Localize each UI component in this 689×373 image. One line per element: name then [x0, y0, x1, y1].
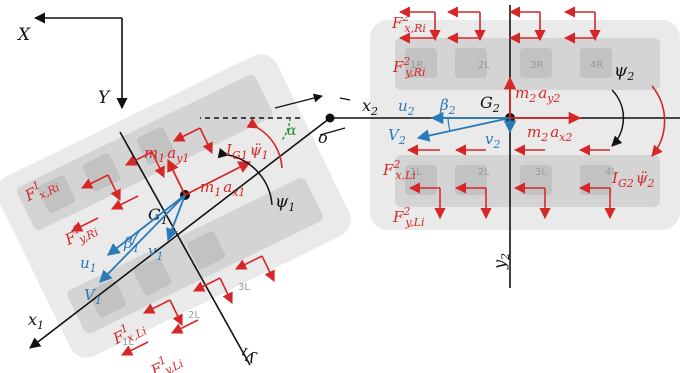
- unit1-wheel-labels: 1L 2L 3L: [122, 282, 250, 348]
- articulation-point-label: o: [318, 128, 328, 147]
- unit1-v-total-label: V1: [84, 286, 102, 307]
- unit2-wheel-label-l4: 4L: [605, 167, 617, 178]
- alpha-arc: [281, 117, 291, 141]
- unit2-v-total-vector: [416, 117, 511, 142]
- unit2-wheel-label-r3: 3R: [530, 60, 543, 71]
- unit1-v-lat-vector: [166, 194, 186, 242]
- unit2-wheel-label-l3: 3L: [535, 167, 547, 178]
- unit1-fy-left-label: F1y,Li: [146, 347, 186, 373]
- unit2-y-axis-label: y2: [490, 253, 512, 270]
- global-frame: X Y: [16, 12, 128, 110]
- unit2-beta-label: β2: [439, 96, 456, 117]
- unit1-lon-inertia-arrow: [184, 161, 252, 196]
- unit1-moment-arc: [246, 117, 283, 169]
- global-x-label: X: [16, 25, 31, 45]
- unit2-wheel-label-r2: 2L: [478, 60, 490, 71]
- unit2-cog-label: G2: [480, 93, 500, 115]
- unit2-yaw-arc: [611, 89, 625, 147]
- unit2-u-label: u2: [398, 97, 415, 118]
- unit2-yaw-label: ψ2: [614, 61, 634, 83]
- articulation-joint: o α: [274, 93, 351, 147]
- unit2-moment-arc: [651, 85, 666, 157]
- unit1-v-lat-label: v1: [148, 242, 163, 263]
- unit1-y-axis-label: y1: [236, 344, 260, 371]
- unit1-u-label: u1: [80, 254, 97, 275]
- global-y-label: Y: [98, 88, 111, 108]
- hitch-link-lower: [319, 127, 346, 136]
- unit1-yaw-label: ψ1: [275, 192, 295, 214]
- unit1-tyre-forces: [70, 127, 275, 356]
- unit1-beta-label: β1: [123, 234, 140, 255]
- unit1-wheel-label-2: 2L: [188, 310, 200, 321]
- unit2-wheel-label-l1: 1L: [410, 167, 422, 178]
- unit2-wheel-label-l2: 2L: [478, 167, 490, 178]
- unit2-tyre-forces: [398, 6, 616, 220]
- unit1-v-total-vector: [99, 194, 186, 283]
- unit2-x-axis-label: x2: [362, 96, 378, 118]
- unit2-beta-arc: [447, 117, 451, 132]
- unit2-v-total-label: V2: [388, 126, 406, 147]
- unit2-v-lat-label: v2: [485, 130, 500, 151]
- unit2-wheel-label-r1: 1R: [410, 60, 423, 71]
- unit1-cog-label: G1: [148, 205, 168, 227]
- hitch-link-upper-right: [339, 97, 351, 101]
- unit1-yaw-arc: [217, 147, 273, 206]
- unit2-body: [370, 20, 680, 230]
- unit2-wheel-label-r4: 4R: [590, 60, 603, 71]
- alpha-label: α: [287, 123, 297, 139]
- unit1-beta-arc: [131, 229, 141, 246]
- unit2-wheel-labels: 1R 2L 3R 4R 1L 2L 3L 4L: [410, 60, 617, 178]
- hitch-link-upper: [274, 93, 323, 109]
- unit1-wheel-label-1: 1L: [122, 337, 134, 348]
- unit1-x-axis-label: x1: [28, 310, 44, 332]
- articulation-point: [325, 113, 335, 123]
- unit1-y-axis-line: [119, 131, 251, 366]
- unit1-wheel-label-3: 3L: [238, 282, 250, 293]
- unit1-lat-inertia-arrow: [167, 158, 186, 196]
- unit1-u-vector: [107, 194, 186, 256]
